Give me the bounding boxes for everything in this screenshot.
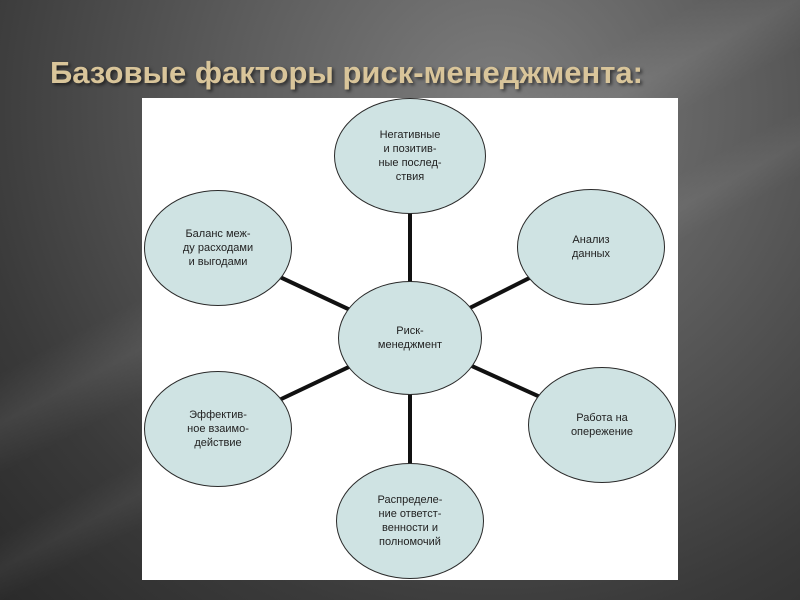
diagram-panel: Негативные и позитив- ные послед- ствия …	[142, 98, 678, 580]
node-negative-positive-consequences: Негативные и позитив- ные послед- ствия	[334, 98, 486, 214]
node-label: Баланс меж- ду расходами и выгодами	[182, 228, 254, 268]
node-cost-benefit-balance: Баланс меж- ду расходами и выгодами	[144, 190, 292, 306]
node-label: Анализ данных	[571, 234, 611, 260]
node-label: Работа на опережение	[570, 412, 634, 438]
slide-title: Базовые факторы риск-менеджмента:	[50, 55, 643, 90]
node-label: Распределе- ние ответст- венности и полн…	[377, 494, 443, 548]
node-responsibility-distribution: Распределе- ние ответст- венности и полн…	[336, 463, 484, 579]
node-proactive-work: Работа на опережение	[528, 367, 676, 483]
node-data-analysis: Анализ данных	[517, 189, 665, 305]
node-effective-interaction: Эффектив- ное взаимо- действие	[144, 371, 292, 487]
node-risk-management-center: Риск- менеджмент	[338, 281, 482, 395]
node-label: Эффектив- ное взаимо- действие	[187, 409, 249, 449]
node-label: Негативные и позитив- ные послед- ствия	[378, 129, 442, 183]
center-label: Риск- менеджмент	[377, 325, 443, 351]
